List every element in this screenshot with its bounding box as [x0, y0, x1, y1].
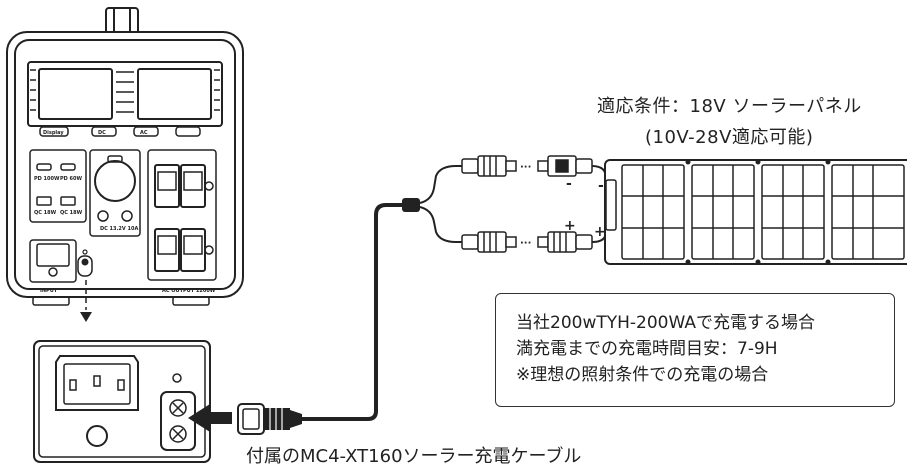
- pd-port-1-label: PD 100W: [34, 176, 60, 182]
- info-line-model: 当社200wTYH-200WAで充電する場合: [516, 313, 815, 333]
- cable-caption: 付属のMC4-XT160ソーラー充電ケーブル: [246, 446, 582, 467]
- mc4-connector-positive: [461, 231, 593, 253]
- input-label: INPUT: [40, 288, 58, 294]
- polarity-negative-panel: -: [598, 178, 604, 194]
- qc-port-1-label: QC 18W: [34, 210, 57, 216]
- device-labels: Display DC AC PD 100W PD 60W QC 18W QC 1…: [34, 130, 216, 294]
- zoom-pointer: [80, 280, 92, 322]
- qc-port-2-label: QC 18W: [60, 210, 83, 216]
- display-button-label: Display: [43, 130, 64, 136]
- polarity-negative: -: [566, 176, 572, 192]
- ac-button-label: AC: [140, 130, 148, 136]
- dc-output-label: DC 13.2V 10A: [100, 226, 138, 232]
- info-line-note: ※理想の照射条件での充電の場合: [516, 365, 769, 385]
- mc4-connector-negative: [461, 155, 593, 177]
- charging-info-box: 当社200wTYH-200WAで充電する場合 満充電までの充電時間目安：7-9H…: [495, 293, 895, 407]
- main-cable: [302, 203, 404, 421]
- xt60-plug: [237, 403, 302, 435]
- pd-port-2-label: PD 60W: [60, 176, 83, 182]
- info-line-charge-time: 満充電までの充電時間目安：7-9H: [516, 339, 778, 359]
- panel-condition-title: 適応条件：18V ソーラーパネル: [597, 96, 862, 117]
- ac-output-label: AC OUTPUT 1200W: [162, 288, 216, 294]
- insert-arrow: [188, 404, 232, 432]
- power-station: [6, 7, 244, 306]
- y-splitter: [402, 198, 420, 212]
- ellipsis-lower: ···: [520, 238, 531, 249]
- polarity-positive: +: [564, 218, 576, 234]
- input-socket-zoom: [33, 340, 211, 463]
- polarity-positive-panel: +: [594, 224, 606, 240]
- ellipsis-upper: ···: [520, 162, 531, 173]
- branch-wires: [419, 165, 462, 243]
- solar-panel: [604, 159, 907, 265]
- dc-button-label: DC: [98, 130, 106, 136]
- panel-voltage-range: (10V-28V適応可能): [645, 127, 814, 148]
